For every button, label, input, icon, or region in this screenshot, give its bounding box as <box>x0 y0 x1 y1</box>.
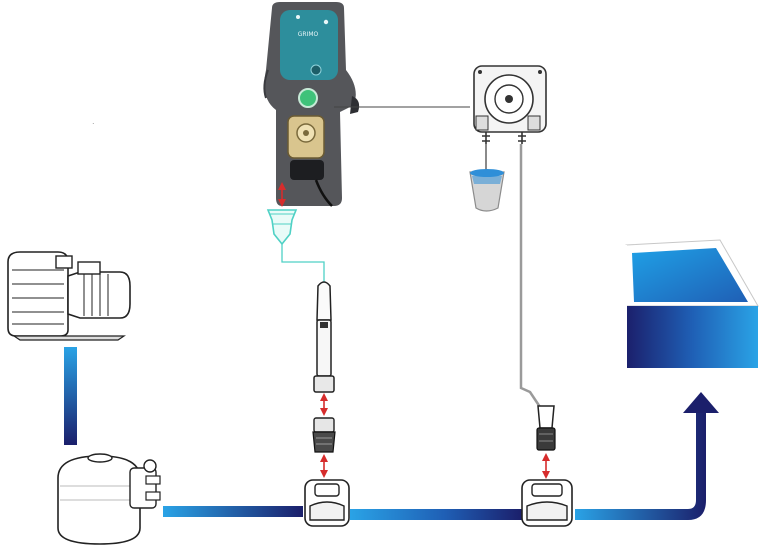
controller-knob[interactable] <box>310 64 322 76</box>
injection-nozzle <box>536 405 556 451</box>
pool-water <box>632 248 748 302</box>
controller-button[interactable] <box>298 88 318 108</box>
controller-screen-label: GRIMO <box>298 31 319 38</box>
probe-holder <box>304 479 350 527</box>
bnc-connector <box>266 209 298 246</box>
pool-front-wall <box>626 306 758 368</box>
probe <box>313 281 335 393</box>
water-circuit <box>64 347 719 520</box>
injection-tube <box>519 144 544 411</box>
injection-valve <box>521 479 573 527</box>
controller-screen <box>280 10 338 80</box>
flow-arrowhead <box>683 392 719 413</box>
pipe-pump-to-filter <box>64 347 77 445</box>
peristaltic-pump[interactable] <box>473 65 547 144</box>
sand-filter <box>57 453 161 545</box>
dosing-controller[interactable]: GRIMO <box>263 2 360 207</box>
chemical-container <box>469 169 505 212</box>
pipe-valve-to-pool <box>575 413 706 520</box>
pipe-filter-to-holder <box>163 506 303 517</box>
probe-cable <box>281 244 325 282</box>
probe-fitting <box>312 417 336 453</box>
pipe-holder-to-valve <box>350 509 522 520</box>
swimming-pool <box>625 239 759 368</box>
stray-mark: . <box>92 117 95 126</box>
circulation-pump <box>7 251 131 341</box>
